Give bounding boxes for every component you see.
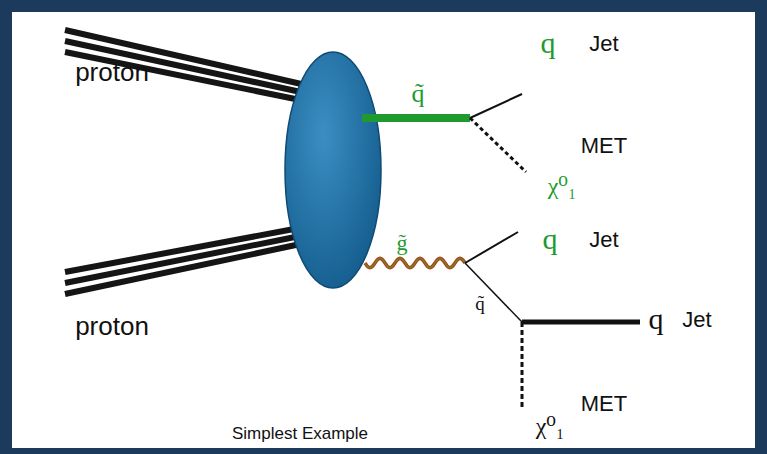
particle-label: q̃	[475, 294, 485, 315]
squark-line	[362, 114, 470, 122]
caption-note: Simplest Example	[232, 425, 368, 444]
quark-line	[522, 320, 640, 325]
gluino-line	[365, 258, 465, 267]
particle-label: q	[543, 222, 558, 255]
gluino-line	[365, 258, 465, 267]
neutralino-line	[521, 322, 524, 410]
signature-label: Jet	[589, 228, 618, 252]
neutralino-line	[470, 118, 526, 172]
signature-label: Jet	[682, 308, 711, 332]
beam-label: proton	[75, 312, 149, 341]
particle-label: χ⁰₁	[536, 413, 565, 439]
signature-label: MET	[581, 392, 627, 416]
particle-label: q	[649, 302, 664, 335]
signature-label: MET	[581, 134, 627, 158]
squark-line	[465, 263, 522, 322]
beam-label: proton	[75, 58, 149, 87]
particle-label: χ⁰₁	[548, 173, 577, 199]
beam-stroke	[65, 41, 310, 94]
beam-stroke	[65, 242, 310, 294]
particle-label: g̃	[397, 231, 408, 255]
beam-stroke	[65, 234, 310, 283]
proton-beams	[65, 30, 310, 294]
particle-label: q̃	[412, 80, 425, 109]
quark-line	[470, 94, 522, 118]
slide-ground	[12, 12, 755, 448]
interaction-blob	[285, 52, 381, 288]
quark-line	[465, 232, 518, 263]
beam-stroke	[65, 52, 310, 102]
signature-label: Jet	[589, 32, 618, 56]
particle-label: q	[541, 26, 556, 59]
